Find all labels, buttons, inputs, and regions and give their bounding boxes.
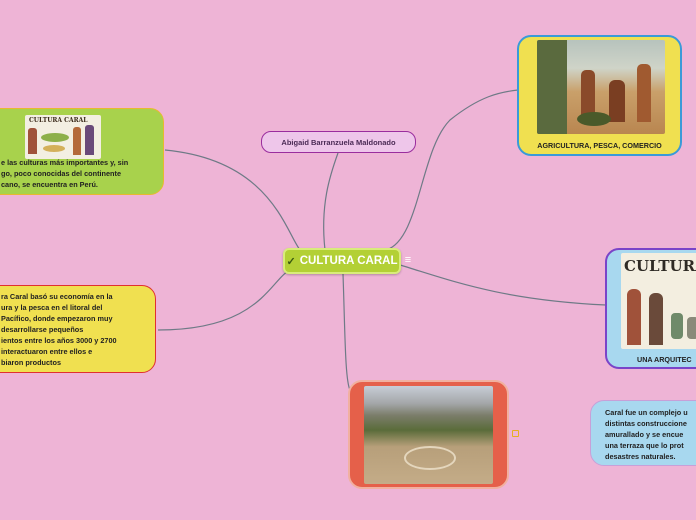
- arquitectura-image-title: CULTURA CA: [624, 257, 696, 275]
- plate-icon: [41, 133, 69, 142]
- arquitectura-image: CULTURA CA: [621, 253, 696, 349]
- person-icon: [609, 80, 625, 122]
- thumbnail-title: CULTURA CARAL: [29, 117, 88, 124]
- figure-icon: [28, 128, 37, 154]
- topic-agricultura[interactable]: AGRICULTURA, PESCA, COMERCIO: [517, 35, 682, 156]
- statue-icon: [671, 313, 683, 339]
- link-to-author: [323, 152, 339, 251]
- central-topic[interactable]: ✓ CULTURA CARAL: [283, 248, 401, 274]
- net-icon: [577, 112, 611, 126]
- topic-economia[interactable]: ra Caral basó su economía en la ura y la…: [0, 285, 156, 373]
- tree-icon: [537, 40, 567, 134]
- agricultura-image: [537, 40, 665, 134]
- figure-icon: [73, 127, 81, 155]
- figure-icon: [85, 125, 94, 155]
- link-to-cultura-intro: [164, 149, 301, 251]
- complejo-text: Caral fue un complejo u distintas constr…: [605, 408, 688, 461]
- link-to-economia: [157, 269, 291, 331]
- cultura-intro-text: e las culturas más importantes y, sin go…: [1, 158, 129, 189]
- note-icon[interactable]: ≡: [404, 254, 412, 266]
- square-icon: [512, 430, 519, 437]
- person-icon: [581, 70, 595, 120]
- link-to-agricultura: [385, 89, 519, 251]
- author-node[interactable]: Abigaid Barranzuela Maldonado: [261, 131, 416, 153]
- topic-cultura-intro[interactable]: CULTURA CARAL e las culturas más importa…: [0, 108, 164, 195]
- check-icon: ✓: [286, 255, 296, 268]
- link-to-ruinas: [342, 273, 351, 391]
- arquitectura-label: UNA ARQUITEC: [637, 355, 692, 364]
- person-icon: [637, 64, 651, 122]
- economia-text: ra Caral basó su economía en la ura y la…: [1, 292, 117, 367]
- topic-arquitectura[interactable]: CULTURA CA UNA ARQUITEC: [605, 248, 696, 369]
- statue-icon: [687, 317, 696, 339]
- link-to-arquitectura: [399, 264, 607, 306]
- cultura-caral-thumbnail: CULTURA CARAL: [25, 115, 101, 159]
- plate-icon: [43, 145, 65, 152]
- ruinas-image: [364, 386, 493, 484]
- plaza-icon: [404, 446, 456, 470]
- agricultura-label: AGRICULTURA, PESCA, COMERCIO: [537, 141, 662, 150]
- figure-icon: [627, 289, 641, 345]
- topic-ruinas[interactable]: [348, 380, 509, 489]
- central-topic-label: CULTURA CARAL: [299, 255, 398, 267]
- author-label: Abigaid Barranzuela Maldonado: [281, 137, 396, 147]
- figure-icon: [649, 293, 663, 345]
- topic-complejo[interactable]: Caral fue un complejo u distintas constr…: [590, 400, 696, 466]
